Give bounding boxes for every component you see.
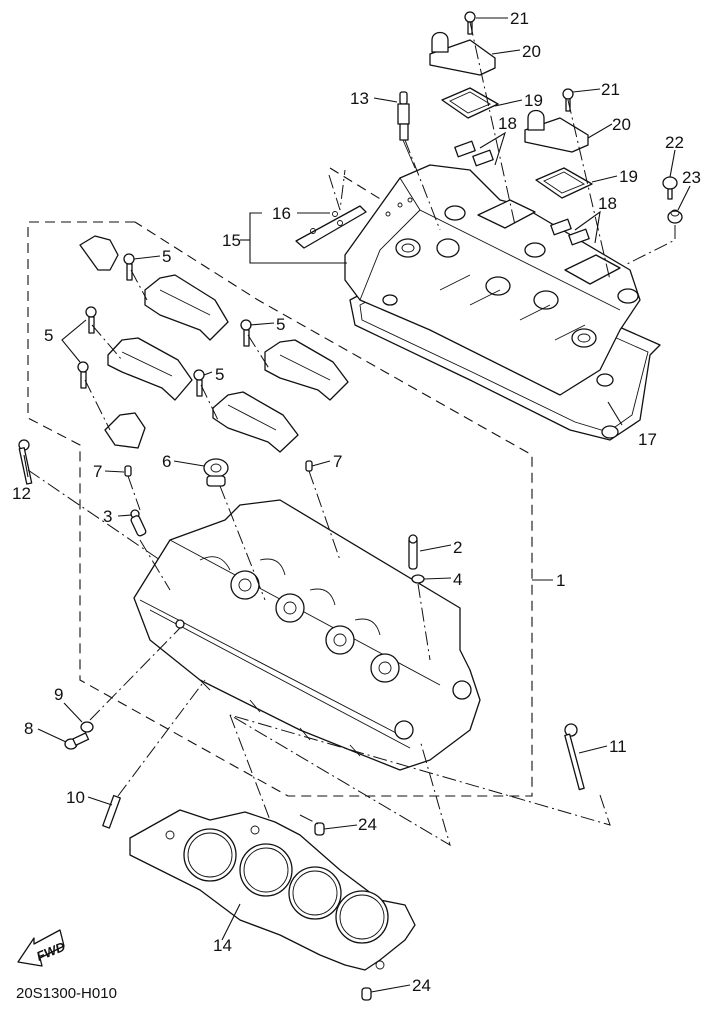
callout-18[interactable]: 18 bbox=[498, 114, 517, 133]
callout-7[interactable]: 7 bbox=[333, 452, 342, 471]
stud-bolt-10 bbox=[102, 794, 121, 829]
cover-20-top bbox=[429, 31, 496, 76]
callout-3[interactable]: 3 bbox=[103, 507, 112, 526]
callout-5[interactable]: 5 bbox=[162, 247, 171, 266]
callout-2[interactable]: 2 bbox=[453, 538, 462, 557]
callout-20[interactable]: 20 bbox=[612, 115, 631, 134]
callout-12[interactable]: 12 bbox=[12, 484, 31, 503]
cover-20-right bbox=[524, 109, 589, 153]
callout-7[interactable]: 7 bbox=[93, 462, 102, 481]
callout-5[interactable]: 5 bbox=[44, 326, 53, 345]
reed-valves-18-top bbox=[454, 140, 494, 167]
gasket-19-right bbox=[535, 167, 593, 199]
callout-19[interactable]: 19 bbox=[619, 167, 638, 186]
guide-3 bbox=[130, 509, 147, 537]
callout-11[interactable]: 11 bbox=[609, 737, 627, 756]
callout-10[interactable]: 10 bbox=[66, 788, 85, 807]
cylinder-head-gasket bbox=[129, 809, 416, 971]
callout-13[interactable]: 13 bbox=[350, 89, 369, 108]
bolt-22 bbox=[662, 176, 678, 200]
plug-6 bbox=[203, 458, 229, 487]
callout-18[interactable]: 18 bbox=[598, 194, 617, 213]
callout-17[interactable]: 17 bbox=[638, 430, 657, 449]
leader-lines bbox=[23, 17, 691, 993]
callout-19[interactable]: 19 bbox=[524, 91, 543, 110]
callout-5[interactable]: 5 bbox=[276, 315, 285, 334]
callout-15[interactable]: 15 bbox=[222, 231, 241, 250]
drawing-code: 20S1300-H010 bbox=[16, 985, 117, 1002]
callout-8[interactable]: 8 bbox=[24, 719, 33, 738]
callout-4[interactable]: 4 bbox=[453, 570, 462, 589]
dowel-pin-24-top bbox=[314, 822, 325, 836]
callout-labels: 1 2 3 4 5 5 5 5 5 6 7 7 8 9 10 11 12 13 … bbox=[12, 9, 701, 995]
callout-6[interactable]: 6 bbox=[162, 452, 171, 471]
callout-14[interactable]: 14 bbox=[213, 936, 232, 955]
spark-plug-13 bbox=[397, 91, 416, 169]
o-ring-4 bbox=[411, 574, 425, 584]
callout-20[interactable]: 20 bbox=[522, 42, 541, 61]
guide-2 bbox=[408, 534, 418, 570]
callout-24[interactable]: 24 bbox=[412, 976, 431, 995]
callout-22[interactable]: 22 bbox=[665, 133, 684, 152]
dowel-pin-7-right bbox=[305, 460, 313, 472]
callout-24[interactable]: 24 bbox=[358, 815, 377, 834]
dowel-pin-7-left bbox=[124, 465, 132, 477]
washer-9 bbox=[80, 721, 94, 733]
camshaft-caps bbox=[79, 235, 349, 453]
callout-21[interactable]: 21 bbox=[601, 80, 620, 99]
forward-direction-arrow: FWD bbox=[17, 929, 68, 967]
callout-21[interactable]: 21 bbox=[510, 9, 529, 28]
reed-valves-18-right bbox=[550, 218, 590, 246]
head-bolt-11 bbox=[564, 723, 585, 791]
callout-1[interactable]: 1 bbox=[556, 571, 565, 590]
callout-9[interactable]: 9 bbox=[54, 685, 63, 704]
bolt-8 bbox=[64, 732, 90, 750]
grommet-23 bbox=[667, 209, 683, 224]
dowel-pin-24-bottom bbox=[361, 987, 372, 1001]
cylinder-head bbox=[133, 499, 481, 771]
callout-16[interactable]: 16 bbox=[272, 204, 291, 223]
plate-16 bbox=[295, 205, 367, 249]
bolt-21-right bbox=[562, 88, 574, 112]
assembly-lines bbox=[27, 21, 676, 847]
callout-23[interactable]: 23 bbox=[682, 168, 701, 187]
gasket-19-top bbox=[441, 87, 499, 119]
callout-5[interactable]: 5 bbox=[215, 365, 224, 384]
head-cover bbox=[344, 164, 661, 441]
